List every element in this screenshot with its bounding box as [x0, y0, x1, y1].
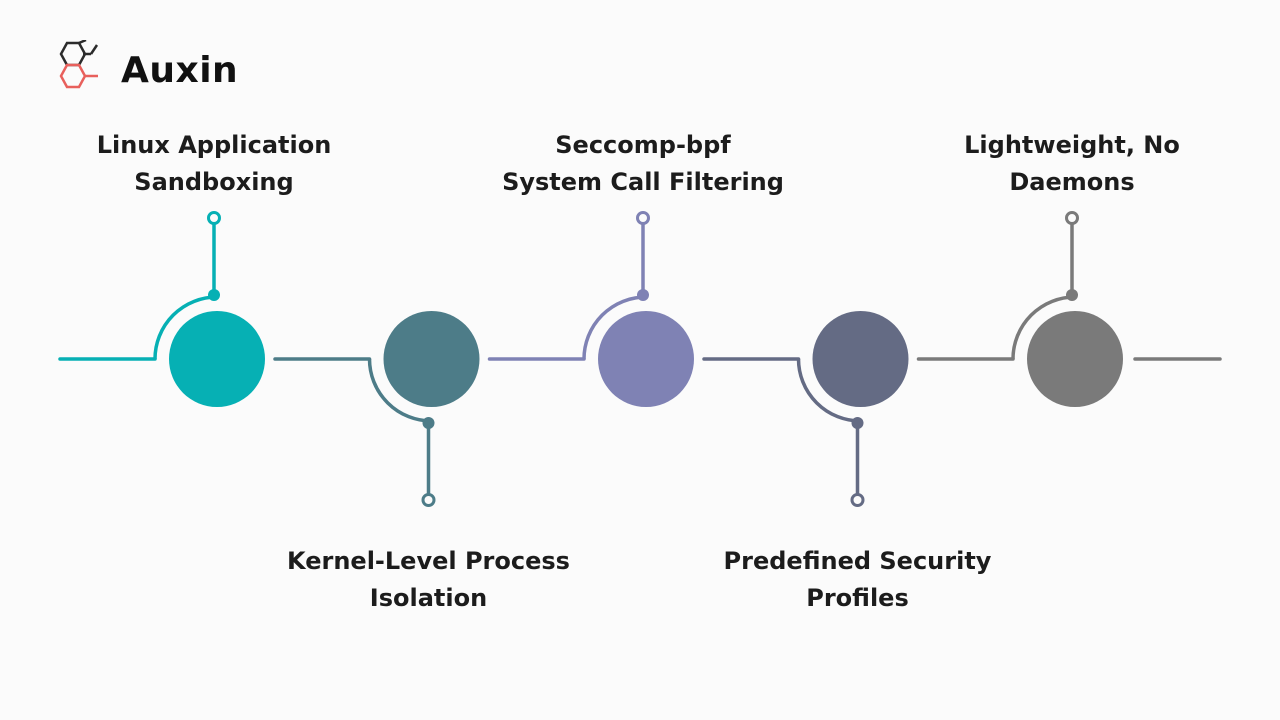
step-label-line: Profiles [806, 584, 909, 612]
connector-arc-predefined-security-profiles [796, 358, 861, 423]
stem-dot-linux-application-sandboxing [208, 289, 220, 301]
step-label-line: Linux Application [96, 131, 332, 159]
step-label-line: Daemons [1009, 168, 1135, 196]
step-label-line: Lightweight, No [964, 131, 1180, 159]
connector-arc-seccomp-bpf-system-call-filtering [582, 295, 647, 360]
connector-arc-lightweight-no-daemons [1011, 295, 1076, 360]
stem-dot-kernel-level-process-isolation [422, 417, 435, 429]
step-circle-kernel-level-process-isolation [383, 311, 480, 407]
step-label-line: System Call Filtering [502, 168, 784, 196]
stem-end-dot-linux-application-sandboxing [207, 211, 221, 225]
step-label-lightweight-no-daemons: Lightweight, No Daemons [922, 127, 1222, 201]
connector-arc-kernel-level-process-isolation [367, 358, 432, 423]
step-label-line: Seccomp-bpf [555, 131, 731, 159]
logo-bond [78, 40, 87, 45]
stem-end-dot-kernel-level-process-isolation [421, 493, 436, 507]
stem-end-dot-predefined-security-profiles [850, 493, 865, 507]
step-label-line: Predefined Security [723, 547, 992, 575]
brand-name: Auxin [121, 50, 239, 91]
step-label-line: Sandboxing [134, 168, 294, 196]
logo-bond-up [89, 44, 99, 55]
logo-hexagon-bottom [59, 63, 87, 89]
brand-logo: Auxin [58, 40, 258, 104]
step-circle-predefined-security-profiles [812, 311, 909, 407]
stem-end-dot-seccomp-bpf-system-call-filtering [636, 211, 650, 225]
step-circle-lightweight-no-daemons [1027, 311, 1123, 407]
step-circle-linux-application-sandboxing [169, 311, 265, 407]
stem-end-dot-lightweight-no-daemons [1065, 211, 1079, 225]
step-label-line: Isolation [369, 584, 488, 612]
stem-dot-lightweight-no-daemons [1066, 289, 1078, 301]
step-circle-seccomp-bpf-system-call-filtering [598, 311, 694, 407]
step-label-line: Kernel-Level Process [287, 547, 570, 575]
connector-arc-linux-application-sandboxing [153, 295, 218, 360]
stem-dot-seccomp-bpf-system-call-filtering [637, 289, 649, 301]
stem-dot-predefined-security-profiles [851, 417, 864, 429]
hexagon-molecule-icon [59, 40, 99, 89]
